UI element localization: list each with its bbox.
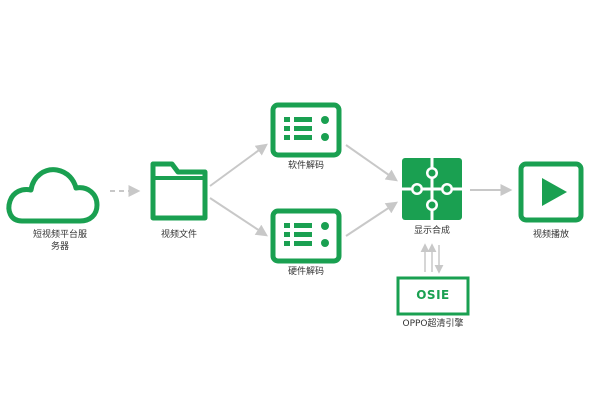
play-icon: [518, 161, 584, 223]
osie-label: OPPO超清引擎: [402, 319, 464, 329]
hardware-decode-label: 硬件解码: [287, 267, 324, 277]
arrow-file-to-hardware: [209, 197, 269, 237]
server-label-line2: 务器: [50, 242, 69, 252]
video-play-label: 视频播放: [532, 230, 569, 240]
osie-box: [396, 276, 470, 316]
server-label-line1: 短视频平台服: [32, 230, 87, 240]
arrow-file-to-software: [209, 143, 268, 187]
arrow-software-to-compose: [345, 144, 398, 182]
cloud-icon: [6, 167, 100, 224]
server-rack-icon: [270, 208, 342, 264]
folder-icon: [150, 161, 208, 221]
arrows-compose-osie: [420, 243, 444, 274]
video-file-label: 视频文件: [160, 230, 197, 240]
server-label: 短视频平台服 务器: [20, 229, 100, 253]
display-compose-label: 显示合成: [413, 226, 450, 236]
server-rack-icon: [270, 102, 342, 158]
arrow-hardware-to-compose: [345, 201, 399, 237]
puzzle-icon: [402, 158, 462, 220]
osie-box-text: OSIE: [416, 288, 450, 302]
software-decode-label: 软件解码: [287, 161, 324, 171]
